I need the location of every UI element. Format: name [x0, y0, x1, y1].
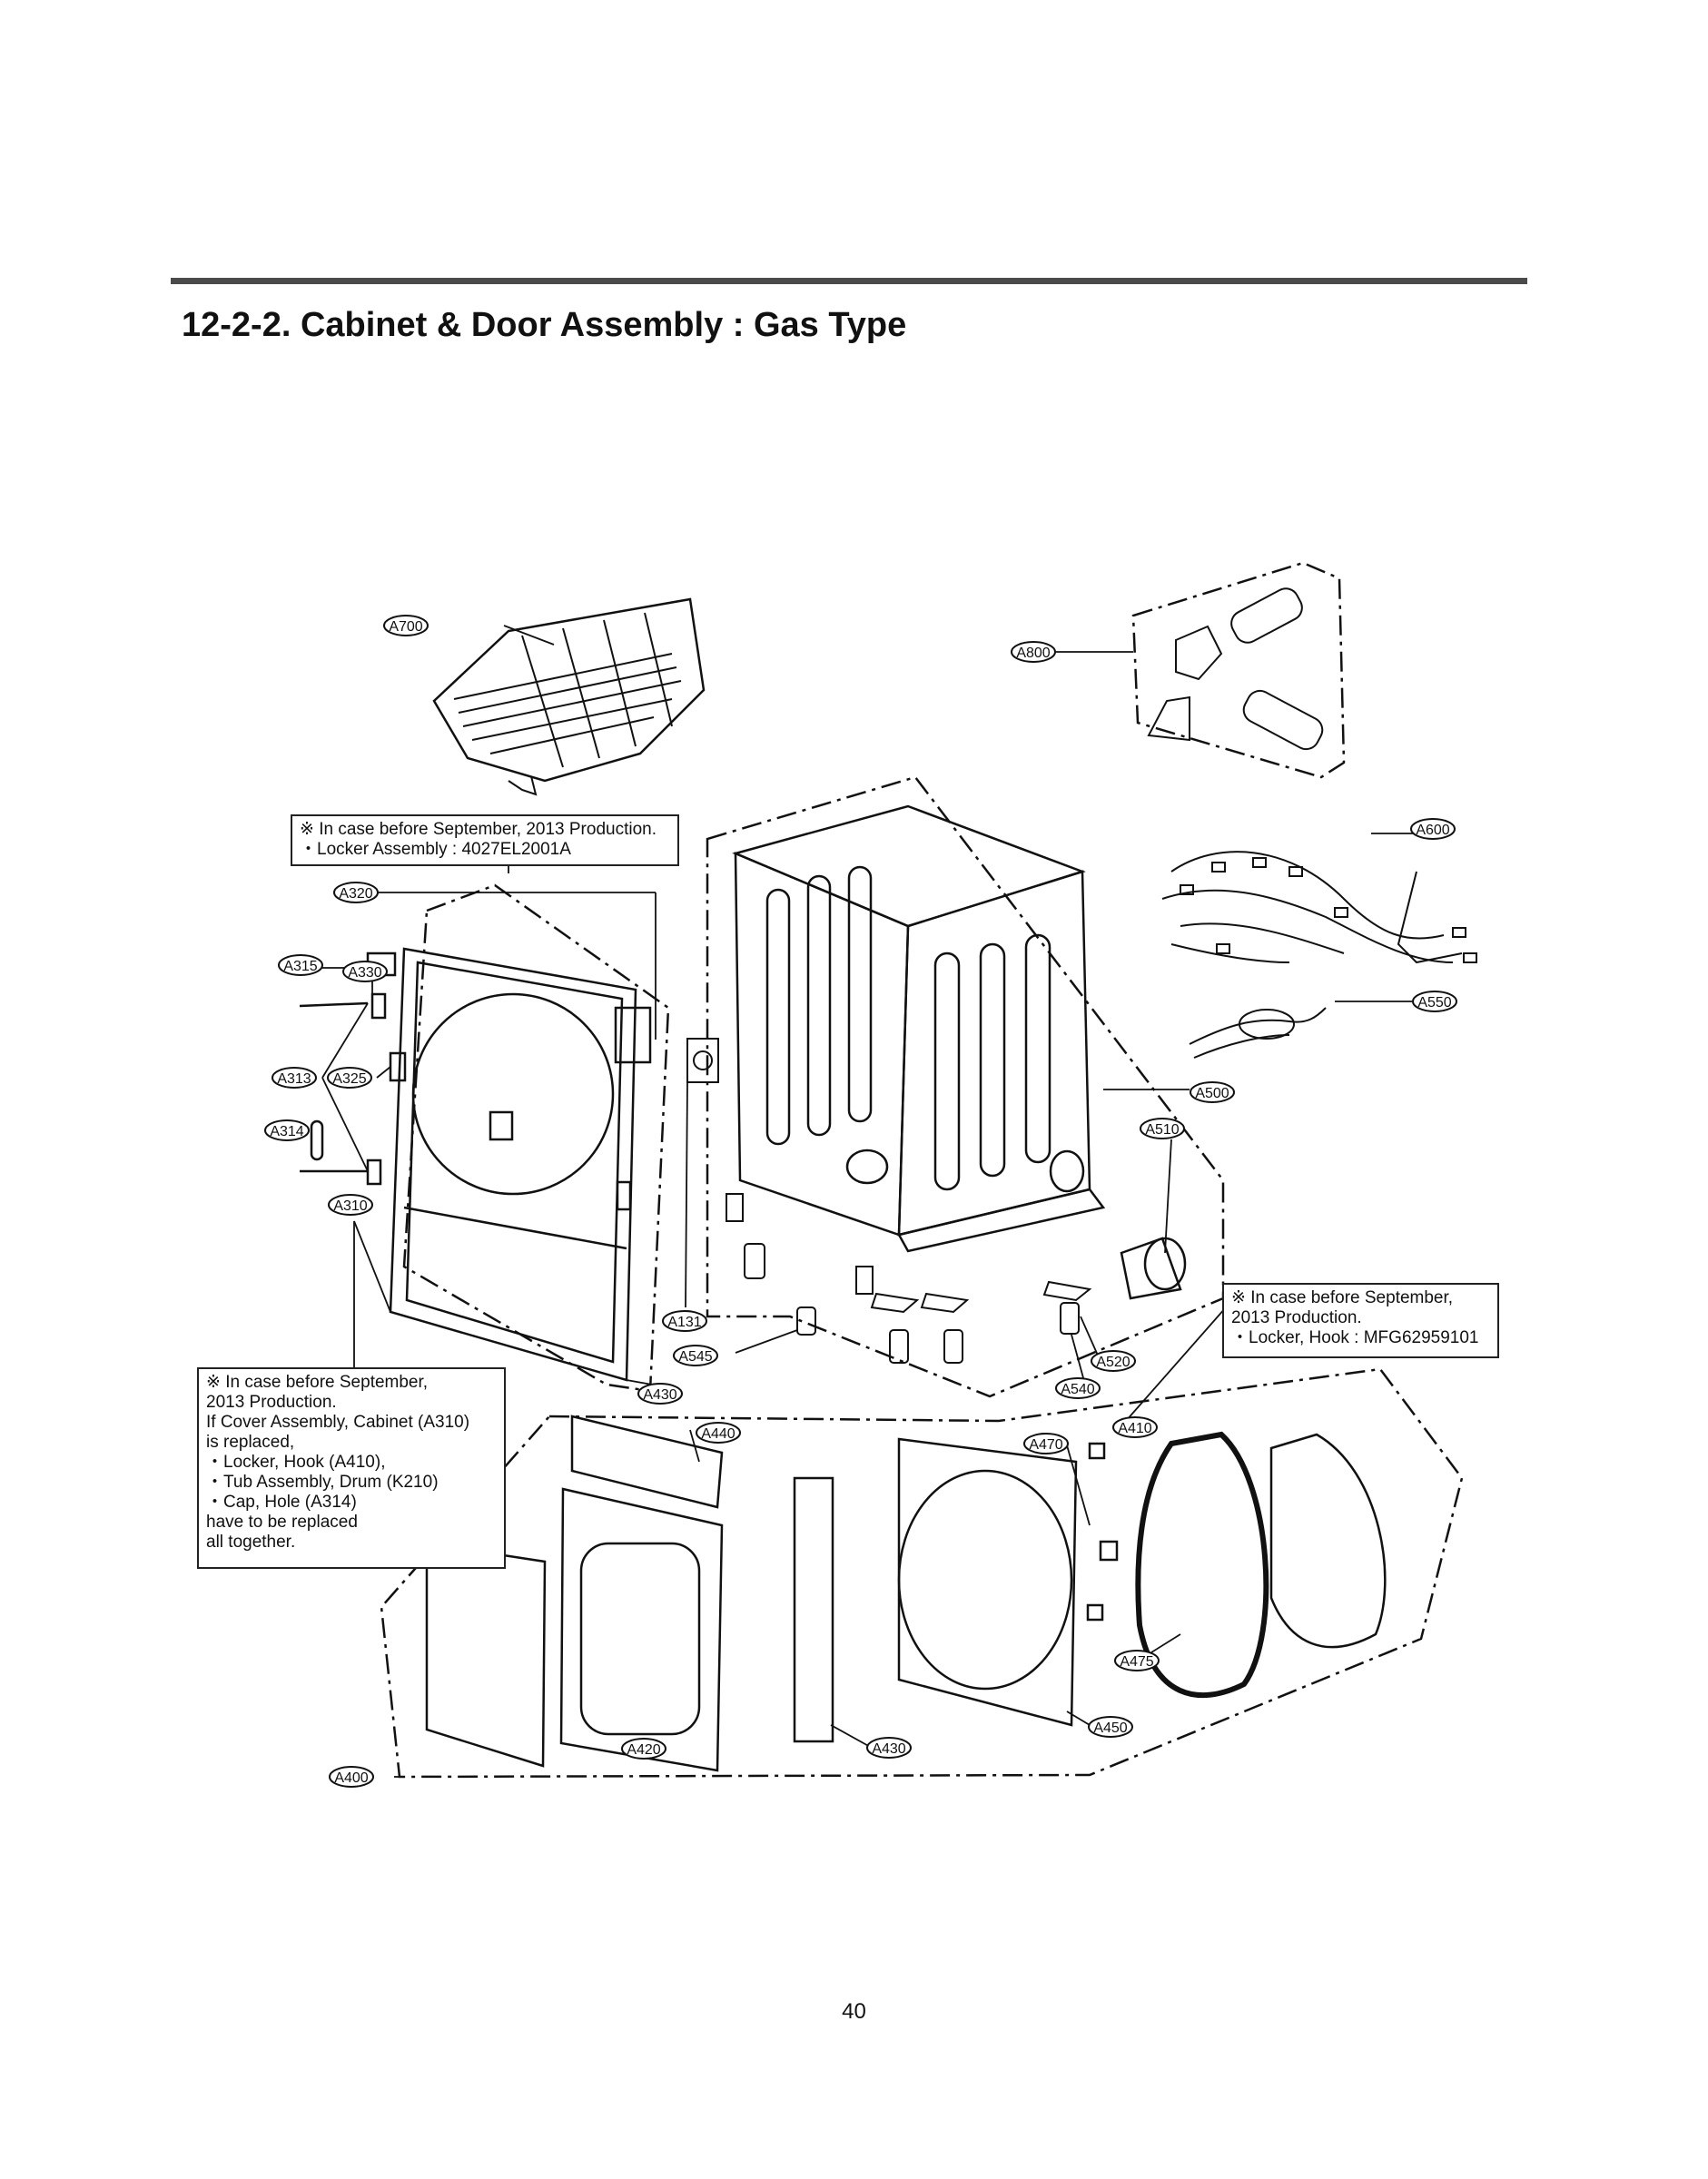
svg-text:A325: A325: [332, 1071, 366, 1087]
callout-a800: A800: [1011, 641, 1056, 663]
duct-group-boundary: [1131, 561, 1346, 779]
note-right-line2: 2013 Production.: [1231, 1308, 1362, 1327]
svg-text:A500: A500: [1195, 1086, 1229, 1101]
note-cover-assembly: ※ In case before September, 2013 Product…: [197, 1367, 506, 1569]
svg-text:A315: A315: [283, 959, 317, 974]
svg-text:A450: A450: [1093, 1721, 1127, 1736]
note-left-line2: 2013 Production.: [206, 1393, 337, 1412]
callout-a320: A320: [333, 882, 379, 903]
svg-text:A313: A313: [277, 1071, 311, 1087]
svg-text:A550: A550: [1417, 995, 1451, 1011]
svg-text:A475: A475: [1120, 1654, 1153, 1670]
note-left-line4: is replaced,: [206, 1433, 295, 1452]
callouts: A700 A800 A600 A550 A500 A510 A320 A315 …: [264, 615, 1457, 1788]
callout-a400: A400: [329, 1766, 374, 1788]
svg-text:A470: A470: [1029, 1437, 1062, 1453]
svg-text:A314: A314: [270, 1124, 303, 1139]
header-rule: [171, 278, 1527, 284]
callout-a325: A325: [327, 1067, 372, 1089]
note-right-line3: ・Locker, Hook : MFG62959101: [1231, 1328, 1479, 1347]
callout-a475: A475: [1114, 1650, 1160, 1671]
door-glass: [425, 1542, 547, 1768]
callout-a315: A315: [278, 954, 323, 976]
note-locker-hook: ※ In case before September, 2013 Product…: [1222, 1283, 1499, 1358]
svg-text:A410: A410: [1118, 1421, 1151, 1436]
svg-text:A420: A420: [627, 1742, 660, 1758]
page-title: 12-2-2. Cabinet & Door Assembly : Gas Ty…: [182, 306, 907, 344]
inner-door: [897, 1437, 1078, 1727]
svg-text:A510: A510: [1145, 1122, 1179, 1138]
callout-a540: A540: [1055, 1377, 1101, 1399]
note-top-line1: ※ In case before September, 2013 Product…: [300, 820, 657, 839]
cabinet-part: [732, 804, 1187, 1300]
note-right-line1: ※ In case before September,: [1231, 1288, 1454, 1307]
callout-a545: A545: [673, 1345, 718, 1366]
svg-text:A600: A600: [1416, 823, 1449, 838]
callout-a510: A510: [1140, 1118, 1185, 1139]
callout-a550: A550: [1412, 991, 1457, 1012]
door-frame: [559, 1487, 724, 1772]
callout-a313: A313: [272, 1067, 317, 1089]
note-left-line8: have to be replaced: [206, 1513, 358, 1532]
callout-a131: A131: [662, 1310, 707, 1332]
svg-text:A310: A310: [333, 1198, 367, 1214]
note-locker-assembly: ※ In case before September, 2013 Product…: [291, 814, 679, 866]
callout-a330: A330: [342, 961, 388, 982]
svg-text:A131: A131: [667, 1315, 701, 1330]
svg-text:A545: A545: [678, 1349, 712, 1365]
door-gasket: [1135, 1431, 1269, 1699]
svg-text:A700: A700: [389, 619, 422, 635]
svg-text:A540: A540: [1061, 1382, 1094, 1397]
note-left-line3: If Cover Assembly, Cabinet (A310): [206, 1413, 470, 1432]
note-left-line9: all together.: [206, 1533, 296, 1552]
leveling-feet: [686, 1038, 1092, 1364]
svg-text:A320: A320: [339, 886, 372, 902]
callout-a440: A440: [696, 1422, 741, 1444]
callout-a410: A410: [1112, 1416, 1158, 1438]
callout-a314: A314: [264, 1119, 310, 1141]
front-panel-part: [299, 947, 652, 1382]
page-number: 40: [842, 1999, 866, 2024]
callout-a420: A420: [621, 1738, 666, 1760]
callout-a600: A600: [1410, 818, 1456, 840]
svg-text:A430: A430: [872, 1741, 905, 1757]
callout-a450: A450: [1088, 1716, 1133, 1738]
callout-a700: A700: [383, 615, 429, 636]
svg-text:A400: A400: [334, 1770, 368, 1786]
door-group-boundary: [380, 1367, 1464, 1779]
leader-lines: [313, 625, 1417, 1778]
wiring-harness: [1161, 851, 1477, 1059]
callout-a430-top: A430: [637, 1383, 683, 1405]
callout-a430-bottom: A430: [866, 1737, 912, 1759]
svg-text:A440: A440: [701, 1426, 735, 1442]
cabinet-group-boundary: [706, 775, 1225, 1398]
door-seal: [1269, 1433, 1387, 1649]
callout-a520: A520: [1091, 1350, 1136, 1372]
svg-text:A520: A520: [1096, 1355, 1130, 1370]
svg-text:A800: A800: [1016, 646, 1050, 661]
note-left-line7: ・Cap, Hole (A314): [206, 1493, 357, 1512]
duct-parts: [1147, 587, 1324, 751]
svg-text:A330: A330: [348, 965, 381, 981]
callout-a470: A470: [1023, 1433, 1069, 1454]
door-parts: [425, 1415, 1387, 1772]
grille-part: [432, 597, 706, 796]
callout-a500: A500: [1190, 1081, 1235, 1103]
door-handle: [570, 1415, 724, 1509]
callout-a310: A310: [328, 1194, 373, 1216]
note-left-line5: ・Locker, Hook (A410),: [206, 1453, 386, 1472]
note-top-line2: ・Locker Assembly : 4027EL2001A: [300, 840, 571, 859]
note-left-line1: ※ In case before September,: [206, 1373, 429, 1392]
note-left-line6: ・Tub Assembly, Drum (K210): [206, 1473, 439, 1492]
svg-text:A430: A430: [643, 1387, 676, 1403]
